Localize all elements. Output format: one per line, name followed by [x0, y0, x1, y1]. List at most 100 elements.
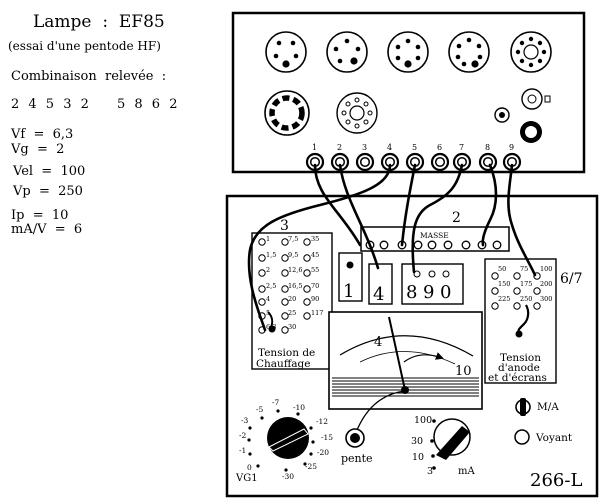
voyant-label: Voyant	[535, 432, 573, 444]
anode-jack[interactable]	[491, 287, 499, 295]
top-jack-label-7: 7	[459, 143, 464, 152]
lamp-label: Lampe	[33, 12, 92, 32]
heater-value: 12,6	[288, 266, 302, 274]
masse-jack[interactable]	[413, 240, 423, 250]
pente-label: pente	[341, 452, 373, 465]
anode-voltage-panel	[484, 258, 557, 384]
vg1-tick	[296, 412, 300, 416]
heater-value: 16,5	[288, 282, 302, 290]
tube-socket-4[interactable]	[448, 31, 490, 73]
heater-jack[interactable]	[258, 269, 266, 277]
heater-jack[interactable]	[281, 238, 289, 246]
masse-jack[interactable]	[443, 240, 453, 250]
tube-socket-5[interactable]	[510, 31, 552, 73]
heater-jack[interactable]	[303, 238, 311, 246]
heater-jack[interactable]	[303, 269, 311, 277]
vg1-tick	[309, 452, 313, 456]
heater-title-2: Chauffage	[256, 358, 310, 370]
switch-1-label: 1	[343, 281, 354, 302]
ma-scale-label: 100	[414, 415, 432, 426]
heater-title-1: Tension de	[258, 347, 315, 359]
anode-title-3: et d'écrans	[488, 372, 547, 384]
heater-jack[interactable]	[258, 298, 266, 306]
top-jack-hole-6	[434, 156, 446, 168]
switch-1-box[interactable]	[338, 252, 363, 302]
param-ip: Ip = 10	[11, 208, 69, 223]
anode-jack[interactable]	[513, 272, 521, 280]
vg1-tick	[284, 468, 288, 472]
top-jack-label-9: 9	[509, 143, 514, 152]
section-2-label: 2	[452, 210, 461, 226]
lamp-title: Lampe : EF85	[33, 14, 165, 31]
vg1-tick	[256, 464, 260, 468]
anode-jack[interactable]	[491, 272, 499, 280]
anode-jack[interactable]	[513, 287, 521, 295]
tube-socket-loctal[interactable]	[520, 121, 542, 143]
heater-value: 1	[266, 235, 270, 243]
masse-jack[interactable]	[492, 240, 502, 250]
tube-socket-miniature[interactable]	[494, 107, 510, 123]
section-3-label: 3	[280, 218, 289, 234]
vg1-scale-label: 0	[247, 463, 252, 472]
heater-jack[interactable]	[303, 254, 311, 262]
heater-jack[interactable]	[258, 238, 266, 246]
vg1-scale-label: -3	[241, 416, 249, 425]
heater-jack[interactable]	[303, 312, 311, 320]
ma-scale-label: 10	[412, 452, 424, 463]
heater-value: 2	[266, 266, 270, 274]
meter-needle	[388, 316, 406, 391]
tube-socket-2[interactable]	[326, 31, 368, 73]
masse-label: MASSE	[420, 231, 449, 240]
heater-jack[interactable]	[281, 298, 289, 306]
heater-jack[interactable]	[281, 254, 289, 262]
heater-jack[interactable]	[281, 312, 289, 320]
meter-arrow-up	[403, 352, 444, 363]
patch-cords	[247, 163, 537, 332]
vg1-scale-label: -30	[282, 472, 294, 481]
lamp-subtitle: (essai d'une pentode HF)	[8, 39, 161, 53]
heater-jack[interactable]	[281, 269, 289, 277]
heater-jack[interactable]	[258, 254, 266, 262]
anode-jack[interactable]	[491, 302, 499, 310]
tube-socket-rimlock[interactable]	[521, 88, 551, 110]
tube-socket-octal[interactable]	[264, 90, 310, 136]
patch-cord-2	[338, 163, 380, 270]
vg1-scale-label: -1	[239, 446, 246, 455]
vg1-dial: -5-7-10-3-12-2-15-1-200-30-25	[239, 398, 333, 481]
anode-jack[interactable]	[513, 302, 521, 310]
vg1-scale-label: -12	[316, 417, 328, 426]
meter-arrow-curve	[356, 390, 406, 431]
ma-tick	[430, 439, 434, 443]
tube-socket-1[interactable]	[265, 31, 307, 73]
switch-4-box[interactable]	[368, 263, 393, 305]
tube-socket-noval[interactable]	[336, 92, 378, 134]
vg1-scale-label: -5	[256, 405, 264, 414]
anode-jack[interactable]	[533, 302, 541, 310]
heater-jack[interactable]	[258, 285, 266, 293]
voyant-lamp	[514, 429, 530, 445]
heater-value: 30	[288, 323, 296, 331]
tube-socket-3[interactable]	[387, 31, 429, 73]
vg1-tick	[247, 438, 251, 442]
masse-jack[interactable]	[379, 240, 389, 250]
masse-jack[interactable]	[427, 240, 437, 250]
section-67-label: 6/7	[560, 271, 583, 287]
vg1-scale-label: -25	[305, 462, 317, 471]
param-vf: Vf = 6,3	[11, 127, 74, 142]
anode-selector-knob[interactable]	[515, 330, 523, 338]
vg1-scale-label: -15	[321, 433, 333, 442]
anode-jack[interactable]	[533, 287, 541, 295]
patch-cord-9	[507, 163, 537, 277]
combinaison-heading: Combinaison relevée :	[11, 69, 167, 84]
masse-jack[interactable]	[461, 240, 471, 250]
heater-selector-knob[interactable]	[268, 325, 276, 333]
heater-jack[interactable]	[303, 285, 311, 293]
heater-jack[interactable]	[281, 326, 289, 334]
heater-jack[interactable]	[281, 285, 289, 293]
ma-tick	[431, 454, 435, 458]
param-vp: Vp = 250	[13, 184, 83, 199]
top-jack-label-6: 6	[437, 143, 442, 152]
heater-jack[interactable]	[303, 298, 311, 306]
